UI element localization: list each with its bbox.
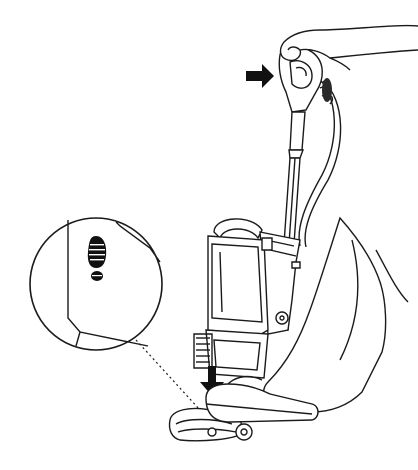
hand-icon (279, 24, 418, 71)
magnifier-callout-icon (29, 217, 163, 351)
vacuum-handle (278, 45, 323, 113)
vacuum-icon (193, 218, 301, 379)
callout-leader (135, 339, 201, 411)
cord-coil (322, 78, 332, 102)
foot-icon (205, 216, 409, 423)
right-arrow-icon (246, 64, 274, 88)
footprint-icon (87, 236, 107, 281)
